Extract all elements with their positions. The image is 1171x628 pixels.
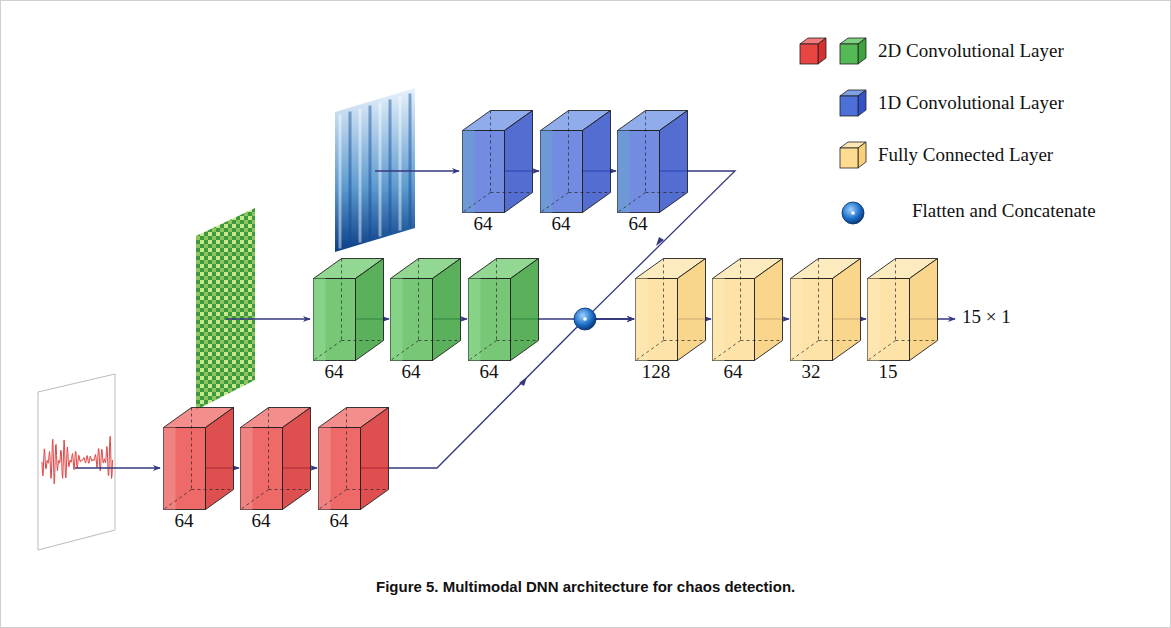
- filter-count: 64: [307, 361, 361, 383]
- signal-input: [38, 374, 115, 550]
- filter-count: 64: [611, 213, 665, 235]
- layer-cube: [712, 258, 784, 362]
- layer-block: 64: [318, 407, 388, 532]
- legend-text: 2D Convolutional Layer: [878, 40, 1064, 62]
- matrix-input: [196, 208, 255, 410]
- layer-block: 15: [867, 258, 937, 383]
- layer-block: 64: [240, 407, 310, 532]
- filter-count: 64: [384, 361, 438, 383]
- filter-count: 32: [784, 361, 838, 383]
- layer-block: 64: [712, 258, 782, 383]
- output-shape: 15 × 1: [962, 306, 1011, 328]
- layer-block: 128: [635, 258, 705, 383]
- layer-block: 64: [617, 110, 687, 235]
- layer-cube: [462, 110, 534, 214]
- filter-count: 64: [157, 510, 211, 532]
- legend-text: Flatten and Concatenate: [912, 200, 1096, 222]
- layer-cube: [540, 110, 612, 214]
- mid-arrowhead: [656, 237, 664, 246]
- layer-cube: [617, 110, 689, 214]
- layer-block: 64: [313, 258, 383, 383]
- layer-cube: [240, 407, 312, 511]
- filter-count: 128: [629, 361, 683, 383]
- legend-text: 1D Convolutional Layer: [878, 92, 1064, 114]
- layer-block: 64: [540, 110, 610, 235]
- filter-count: 64: [234, 510, 288, 532]
- input-arrow: [75, 467, 160, 468]
- concat-ball: [574, 308, 596, 330]
- layer-cube: [390, 258, 462, 362]
- filter-count: 64: [312, 510, 366, 532]
- stripes-input: [335, 88, 415, 252]
- figure-caption: Figure 5. Multimodal DNN architecture fo…: [376, 578, 795, 595]
- layer-cube: [318, 407, 390, 511]
- layer-cube: [867, 258, 939, 362]
- layer-cube: [790, 258, 862, 362]
- filter-count: 64: [534, 213, 588, 235]
- layer-cube: [635, 258, 707, 362]
- legend-text: Fully Connected Layer: [878, 144, 1053, 166]
- legend-icons: [800, 38, 866, 224]
- filter-count: 15: [861, 361, 915, 383]
- filter-count: 64: [706, 361, 760, 383]
- input-arrow: [375, 170, 459, 171]
- layer-cube: [313, 258, 385, 362]
- layer-cube: [163, 407, 235, 511]
- input-arrow: [226, 318, 310, 319]
- filter-count: 64: [456, 213, 510, 235]
- layer-block: 32: [790, 258, 860, 383]
- concat-dot: [583, 317, 587, 321]
- layer-block: 64: [163, 407, 233, 532]
- layer-cube: [468, 258, 540, 362]
- layer-block: 64: [390, 258, 460, 383]
- layer-block: 64: [462, 110, 532, 235]
- mid-arrowhead: [519, 377, 527, 386]
- filter-count: 64: [462, 361, 516, 383]
- layer-block: 64: [468, 258, 538, 383]
